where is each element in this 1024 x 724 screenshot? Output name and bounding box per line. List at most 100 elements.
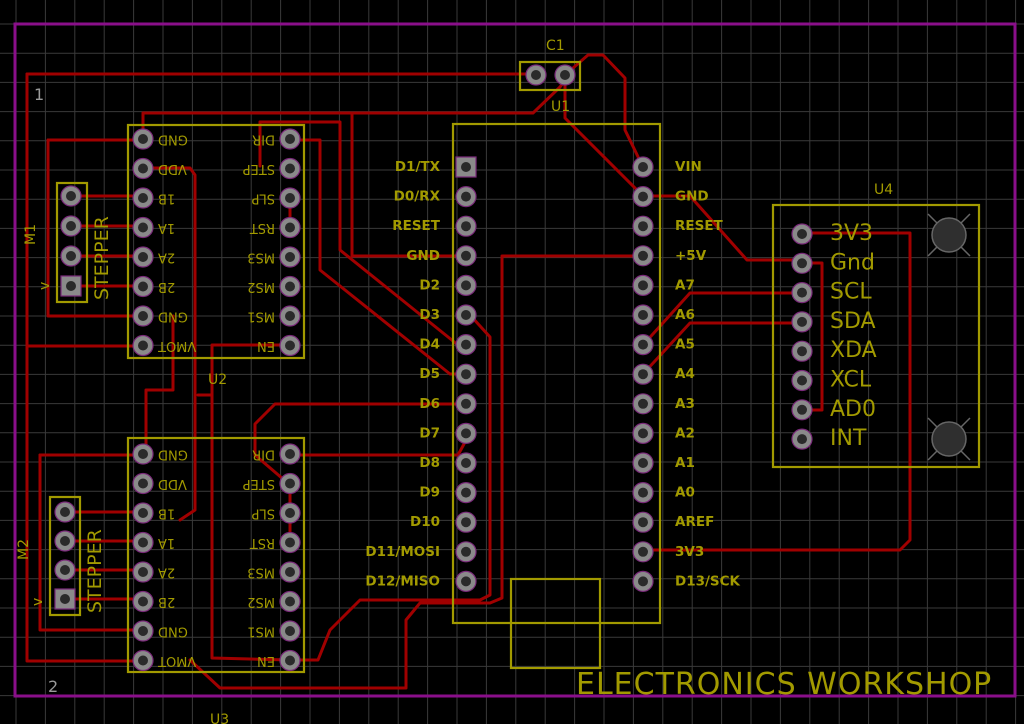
u4-pin-label: 3V3 [830,221,873,246]
u1-pin-label: A3 [675,396,695,412]
driver-pin-label: VMOT [158,338,196,353]
driver-pad[interactable] [279,443,301,465]
u4-pad[interactable] [791,311,813,333]
u1-pin-label: D11/MOSI [365,544,440,560]
u1-pad[interactable] [455,245,477,267]
u1-pad[interactable] [632,304,654,326]
u1-pad[interactable] [455,422,477,444]
m2-pad[interactable] [54,501,76,523]
u4-pad[interactable] [791,399,813,421]
u4-pad[interactable] [791,340,813,362]
m2-pad[interactable] [54,559,76,581]
driver-pin-label: STEP [243,161,275,176]
driver-pad[interactable] [132,649,154,672]
u4-pad[interactable] [791,369,813,392]
driver-pad[interactable] [279,157,301,180]
u1-pad[interactable] [455,363,477,385]
driver-pad[interactable] [132,590,154,613]
driver-pad[interactable] [279,305,301,327]
driver-pad[interactable] [132,443,154,465]
driver-pad[interactable] [279,472,301,495]
driver-pad[interactable] [132,620,154,642]
driver-pad[interactable] [132,246,154,268]
board-title: ELECTRONICS WORKSHOP [576,667,992,702]
u1-pin-label: A0 [675,485,695,501]
driver-pad[interactable] [279,620,301,642]
m1-pad[interactable] [60,215,82,237]
u1-pad[interactable] [455,304,477,326]
driver-pad[interactable] [132,334,154,357]
u1-pad[interactable] [632,511,654,533]
u1-pad[interactable] [632,363,654,385]
driver-pad[interactable] [132,187,154,209]
u1-pin-label: D10 [410,514,440,530]
driver-pad[interactable] [132,472,154,495]
u1-pad[interactable] [455,393,477,415]
m1-pad[interactable] [60,245,82,267]
driver-pin-label: DIR [252,132,275,147]
m2-pad[interactable] [54,530,76,552]
u4-pad[interactable] [791,252,813,274]
u1-pad[interactable] [455,215,477,237]
u4-pad[interactable] [791,282,813,304]
u1-pad[interactable] [632,570,654,593]
driver-pad[interactable] [132,502,154,524]
driver-pad[interactable] [132,157,154,180]
u1-pad[interactable] [455,482,477,504]
u1-pin-label: D7 [419,425,440,441]
driver-pad[interactable] [279,334,301,357]
u1-pad[interactable] [455,186,477,208]
driver-pin-label: VDD [158,161,187,176]
u1-pad[interactable] [455,156,477,178]
pads [54,64,813,672]
m2-ref: M2 [16,539,32,560]
u1-pad[interactable] [632,274,654,296]
driver-pad[interactable] [279,275,301,298]
u1-pad[interactable] [632,422,654,444]
trace [350,111,472,258]
u1-pin-label: AREF [675,514,714,530]
u1-pad[interactable] [632,334,654,356]
driver-pad[interactable] [279,246,301,268]
c1-pad[interactable] [554,64,576,86]
driver-pad[interactable] [279,649,301,672]
u1-pad[interactable] [632,393,654,415]
driver-pad[interactable] [132,561,154,583]
m1-pad[interactable] [60,185,82,207]
driver-pad[interactable] [132,128,154,150]
u1-pad[interactable] [455,511,477,533]
driver-pin-label: 1A [158,220,175,235]
driver-pad[interactable] [279,531,301,554]
u1-pad[interactable] [455,334,477,356]
u1-pad[interactable] [632,156,654,178]
driver-pad[interactable] [279,561,301,583]
u1-pad[interactable] [632,482,654,504]
driver-pad[interactable] [279,590,301,613]
driver-pad[interactable] [279,128,301,150]
u1-pad[interactable] [455,452,477,474]
u1-pad[interactable] [632,541,654,563]
driver-pin-label: 2B [158,279,175,294]
u1-pad[interactable] [455,541,477,563]
u4-pad[interactable] [791,223,813,245]
m1-pad[interactable] [60,275,82,297]
u4-pad[interactable] [791,428,813,450]
driver-pad[interactable] [132,216,154,239]
driver-pad[interactable] [132,305,154,327]
trace [288,431,472,457]
u1-pad[interactable] [632,245,654,267]
driver-pad[interactable] [132,531,154,554]
driver-pad[interactable] [279,216,301,239]
c1-pad[interactable] [525,64,547,86]
u1-pad[interactable] [455,274,477,296]
driver-pad[interactable] [279,502,301,524]
u1-pad[interactable] [632,186,654,208]
labels: D1/TXD0/RXRESETGNDD2D3D4D5D6D7D8D9D10D11… [158,132,877,669]
driver-pad[interactable] [132,275,154,298]
u1-pad[interactable] [632,452,654,474]
u1-pad[interactable] [632,215,654,237]
u1-pad[interactable] [455,570,477,593]
m2-pad[interactable] [54,588,76,610]
driver-pad[interactable] [279,187,301,209]
